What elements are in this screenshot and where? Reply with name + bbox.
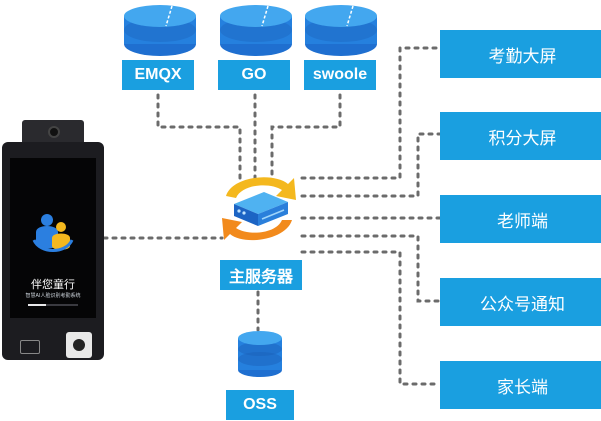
service-label-emqx: EMQX [122,60,194,90]
camera-icon [22,120,84,146]
server-sync-icon [222,177,296,241]
device-bottom-panel [10,332,96,360]
link-emqx-server [156,93,242,184]
database-icon-emqx [124,5,196,56]
client-parent-app: 家长端 [440,361,601,409]
server-label: 主服务器 [220,260,302,290]
link-server-client-5 [300,250,442,386]
link-swoole-server [270,93,342,184]
database-icon-swoole [305,5,377,56]
device-app-title: 伴您童行 [31,278,75,291]
client-wechat-notify: 公众号通知 [440,278,601,326]
database-icon-go [220,5,292,56]
link-server-client-1 [300,46,442,180]
app-logo-icon [32,214,74,252]
storage-label: OSS [226,390,294,420]
device-screen: 伴您童行 智慧AI人脸识别考勤系统 [10,158,96,318]
attendance-device: 伴您童行 智慧AI人脸识别考勤系统 [2,120,104,362]
service-label-go: GO [218,60,290,90]
link-server-client-4 [300,234,442,303]
device-progress-bar [28,304,78,306]
client-points-screen: 积分大屏 [440,112,601,160]
client-teacher-app: 老师端 [440,195,601,243]
device-app-subtitle: 智慧AI人脸识别考勤系统 [25,293,81,299]
id-card-icon [20,340,40,354]
fingerprint-sensor-icon [66,332,92,358]
storage-database-icon [238,331,282,377]
service-label-swoole: swoole [304,60,376,90]
link-server-client-2 [300,132,442,198]
client-attendance-screen: 考勤大屏 [440,30,601,78]
